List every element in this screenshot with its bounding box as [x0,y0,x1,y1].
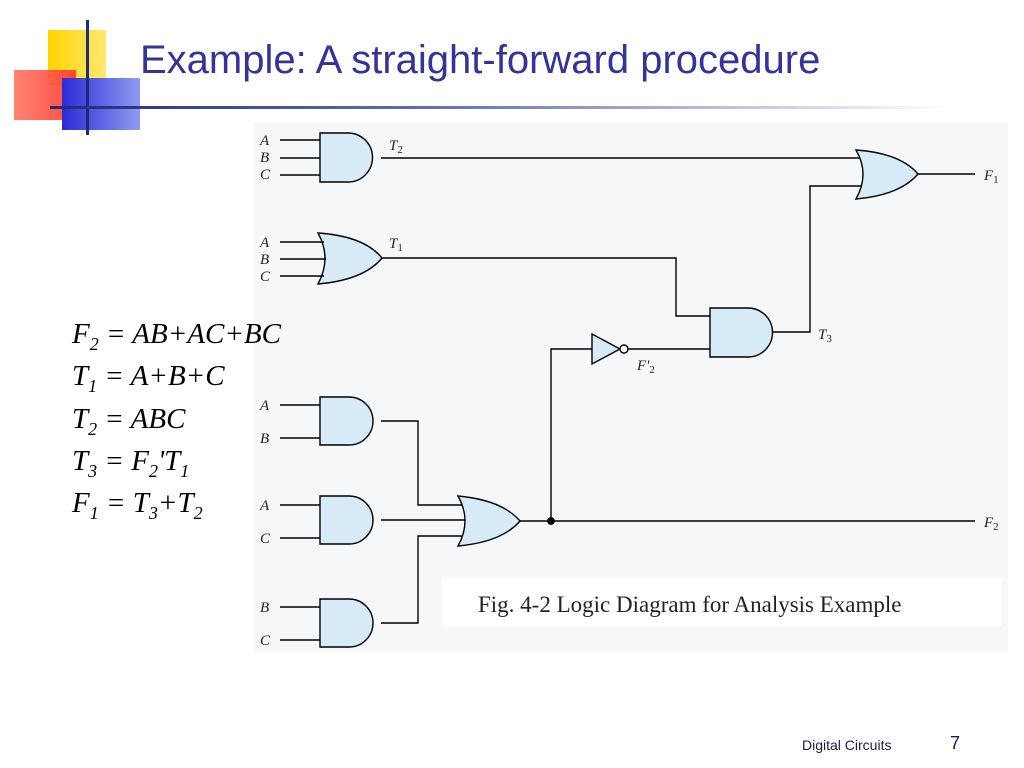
input-label-b: B [260,431,269,447]
not-gate-f2p [591,332,710,366]
deco-blue-square [62,78,140,130]
deco-vertical-line [86,20,89,135]
and-gate-t2 [280,132,860,183]
boolean-equations: F2 = AB+AC+BC T1 = A+B+C T2 = ABC T3 = F… [72,318,281,529]
and-gate-ab [280,396,462,506]
input-label-a: A [259,398,270,414]
input-label-a: A [259,133,270,149]
or-gate-f2 [456,348,975,547]
diagram-background [254,122,1008,652]
input-label-b: B [260,150,269,166]
equation-t2: T2 = ABC [72,402,186,439]
signal-label-t2: T2 [389,138,403,156]
equation-t3: T3 = F2'T1 [72,444,190,481]
input-label-c: C [260,633,271,649]
signal-label-f2-prime: F'2 [636,358,655,376]
input-label-b: B [260,252,269,268]
signal-label-t1: T1 [389,236,403,254]
equation-f1: F1 = T3+T2 [72,487,203,523]
signal-label-t3: T3 [818,327,832,345]
input-label-a: A [259,498,270,514]
input-label-c: C [260,167,271,183]
title-underline [50,106,950,109]
footer-label: Digital Circuits [802,737,892,753]
or-gate-t1 [280,232,710,317]
and-gate-ac [280,495,466,545]
output-label-f1: F1 [983,168,999,186]
equation-t1: T1 = A+B+C [72,360,225,397]
page-number: 7 [950,733,961,753]
output-label-f2: F2 [983,515,999,533]
and-gate-bc [280,535,462,648]
and-gate-t3 [709,185,866,358]
input-label-a: A [259,235,270,251]
caption-box [442,578,1002,626]
input-label-c: C [260,531,271,547]
or-gate-f1 [854,149,975,200]
equation-f2: F2 = AB+AC+BC [72,318,281,354]
input-label-c: C [260,269,271,285]
input-label-b: B [260,600,269,616]
figure-caption: Fig. 4-2 Logic Diagram for Analysis Exam… [478,592,902,617]
slide-title: Example: A straight-forward procedure [140,38,821,82]
